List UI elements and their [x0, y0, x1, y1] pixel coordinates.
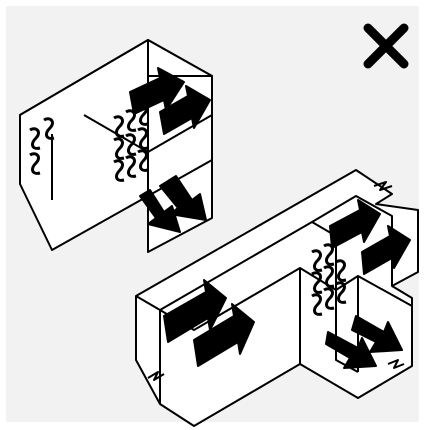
corner-duct-piece [20, 40, 212, 252]
